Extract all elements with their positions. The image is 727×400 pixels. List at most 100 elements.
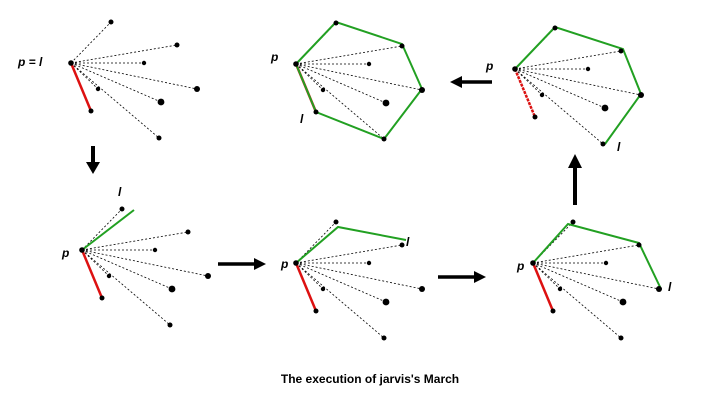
ray-g4-3 <box>532 262 660 290</box>
point-g4-3 <box>656 286 662 292</box>
ray-g6-3 <box>295 63 423 91</box>
pivot-point-g3 <box>293 260 299 266</box>
point-g3-7 <box>313 308 319 314</box>
ray-g1-4 <box>70 62 162 103</box>
panel-step4-p-label: p <box>516 259 524 273</box>
point-g6-2 <box>366 61 372 67</box>
hull-edge-g4 <box>532 222 662 290</box>
hull-edge-g2 <box>81 209 135 251</box>
point-g5-5 <box>600 141 606 147</box>
point-g1-3 <box>194 86 200 92</box>
panel-step5-l-label: l <box>617 140 621 154</box>
point-g3-2 <box>366 260 372 266</box>
ray-g5-5 <box>514 68 604 145</box>
point-g3-6 <box>320 286 326 292</box>
point-g1-4 <box>157 98 165 106</box>
point-g2-7 <box>99 295 105 301</box>
point-g2-5 <box>167 322 173 328</box>
ray-g3-4 <box>295 262 387 303</box>
point-g5-1 <box>618 48 624 54</box>
ray-g1-3 <box>70 62 198 90</box>
ray-g2-1 <box>81 231 189 251</box>
ray-g4-4 <box>532 262 624 303</box>
ray-g1-5 <box>70 62 160 139</box>
first-edge-g4 <box>531 262 555 312</box>
panel-step4: p l <box>516 219 672 341</box>
ray-g4-5 <box>532 262 622 339</box>
point-g6-1 <box>399 43 405 49</box>
panel-step2-p-label: p <box>61 246 69 260</box>
point-g2-0 <box>119 206 125 212</box>
panel-step5-p-label: p <box>485 59 493 73</box>
point-g1-7 <box>88 108 94 114</box>
panel-step2-l-label: l <box>118 185 122 199</box>
first-edge-g1 <box>69 62 93 112</box>
point-g6-5 <box>381 136 387 142</box>
hull-edge-g3 <box>295 225 407 264</box>
pivot-point-g2 <box>79 247 85 253</box>
ray-g5-4 <box>514 68 606 109</box>
ray-g6-1 <box>295 45 403 65</box>
first-edge-g3 <box>294 262 318 312</box>
panel-step3-p-label: p <box>280 257 288 271</box>
ray-g3-3 <box>295 262 423 290</box>
ray-g2-6 <box>81 249 110 277</box>
arrow-up <box>568 154 582 205</box>
panel-step2: p l <box>61 185 211 328</box>
point-g5-7 <box>532 114 538 120</box>
point-g4-2 <box>603 260 609 266</box>
point-g1-5 <box>156 135 162 141</box>
point-g3-5 <box>381 335 387 341</box>
ray-g4-6 <box>532 262 561 290</box>
pivot-point-g6 <box>293 61 299 67</box>
point-g3-4 <box>382 298 390 306</box>
point-g3-0 <box>333 219 339 225</box>
ray-g6-4 <box>295 63 387 104</box>
point-g4-1 <box>636 242 642 248</box>
panel-step6: p l <box>270 20 425 142</box>
ray-g3-5 <box>295 262 385 339</box>
ray-g6-6 <box>295 63 324 91</box>
pivot-point-g4 <box>530 260 536 266</box>
panel-step6-l-label: l <box>300 112 304 126</box>
first-edge-g5 <box>513 68 537 118</box>
pivot-point-g1 <box>68 60 74 66</box>
point-g1-1 <box>174 42 180 48</box>
ray-g2-3 <box>81 249 209 277</box>
arrow-right-2 <box>438 271 486 283</box>
point-g1-6 <box>95 86 101 92</box>
point-g1-0 <box>108 19 114 25</box>
ray-g2-5 <box>81 249 171 326</box>
point-g6-3 <box>419 87 425 93</box>
point-g4-7 <box>550 308 556 314</box>
first-edge-g2 <box>80 249 104 299</box>
point-g3-1 <box>399 242 405 248</box>
panel-step1-p-label: p = l <box>17 55 43 69</box>
ray-g5-6 <box>514 68 543 96</box>
point-g2-6 <box>106 273 112 279</box>
ray-g2-0 <box>81 208 123 251</box>
pivot-point-g5 <box>512 66 518 72</box>
point-g6-7 <box>313 109 319 115</box>
point-g2-1 <box>185 229 191 235</box>
point-g4-4 <box>619 298 627 306</box>
point-g4-6 <box>557 286 563 292</box>
point-g3-3 <box>419 286 425 292</box>
point-g5-0 <box>552 25 558 31</box>
panel-step6-p-label: p <box>270 50 278 64</box>
panel-step3: p l <box>280 219 425 341</box>
arrow-left <box>450 76 492 88</box>
panel-step5: p l <box>485 25 644 154</box>
panel-step3-l-label: l <box>406 235 410 249</box>
point-g4-5 <box>618 335 624 341</box>
ray-g1-1 <box>70 44 178 64</box>
point-g2-4 <box>168 285 176 293</box>
point-g2-3 <box>205 273 211 279</box>
ray-g6-5 <box>295 63 385 140</box>
point-g1-2 <box>141 60 147 66</box>
ray-g2-4 <box>81 249 173 290</box>
ray-g3-1 <box>295 244 403 264</box>
point-g2-2 <box>152 247 158 253</box>
point-g5-4 <box>601 104 609 112</box>
